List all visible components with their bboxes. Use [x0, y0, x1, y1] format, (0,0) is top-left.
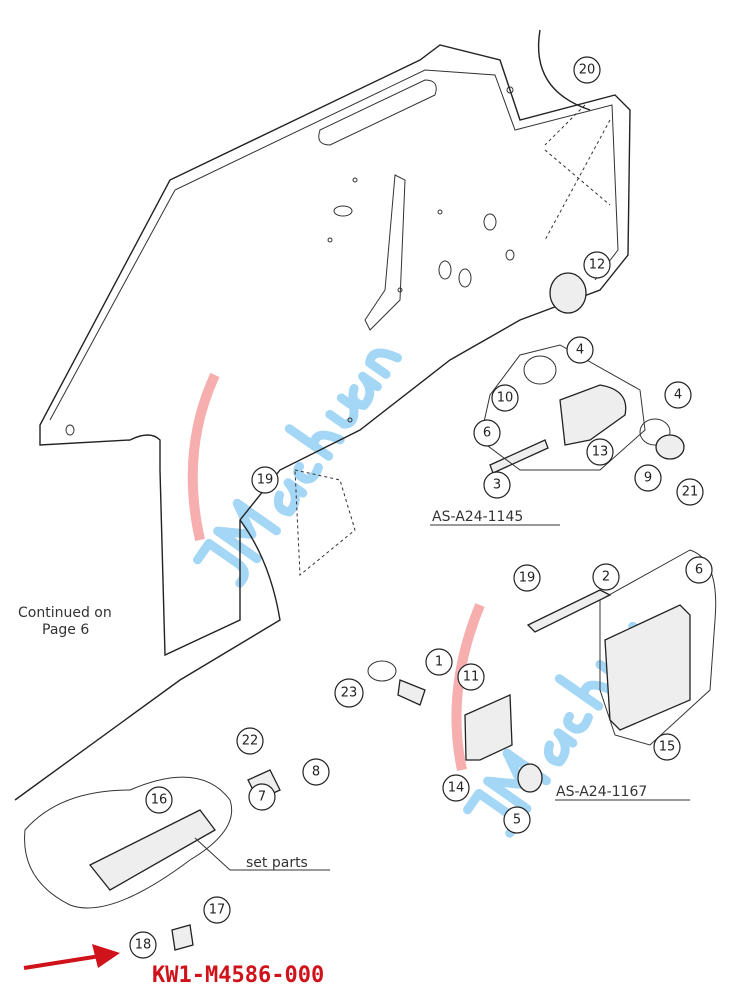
svg-text:8: 8 — [312, 765, 320, 780]
callout-12: 12 — [583, 251, 611, 279]
callout-6: 6 — [685, 556, 713, 584]
svg-text:15: 15 — [659, 740, 676, 755]
callout-9: 9 — [634, 464, 662, 492]
svg-text:6: 6 — [695, 563, 703, 578]
callout-23: 23 — [334, 678, 364, 708]
callout-5: 5 — [503, 806, 531, 834]
leader-set-line — [194, 837, 231, 871]
plate-holes — [65, 86, 515, 436]
callout-16: 16 — [145, 786, 173, 814]
bracket-13 — [559, 384, 627, 446]
part-number: KW1-M4586-000 — [152, 963, 324, 988]
plate-15 — [604, 604, 691, 731]
red-arrow-icon — [23, 944, 120, 970]
bracket-outline — [294, 469, 356, 577]
frame-curve — [537, 29, 591, 111]
main-plate-outline — [39, 44, 631, 657]
callout-4: 4 — [664, 381, 692, 409]
lever-14 — [464, 694, 513, 761]
ring-4b — [639, 418, 671, 446]
svg-text:12: 12 — [589, 258, 606, 273]
plate-inner-edge — [49, 69, 619, 421]
ring-4a — [523, 355, 557, 385]
callout-18: 18 — [129, 931, 157, 959]
continued-note-line1: Continued on — [18, 605, 112, 621]
callout-2: 2 — [592, 563, 620, 591]
svg-text:10: 10 — [497, 391, 514, 406]
collar-9 — [655, 434, 685, 460]
callout-17: 17 — [203, 896, 231, 924]
callout-10: 10 — [491, 384, 519, 412]
svg-text:6: 6 — [483, 426, 491, 441]
roller-12 — [549, 272, 587, 314]
callout-8: 8 — [302, 758, 330, 786]
svg-text:19: 19 — [519, 571, 536, 586]
svg-text:5: 5 — [513, 813, 521, 828]
callout-4: 4 — [566, 336, 594, 364]
callout-6: 6 — [473, 419, 501, 447]
pin-1 — [397, 679, 426, 706]
continued-note-line2: Page 6 — [42, 622, 89, 638]
svg-text:4: 4 — [576, 343, 584, 358]
callout-3: 3 — [483, 471, 511, 499]
set-parts-label: set parts — [246, 855, 308, 871]
svg-text:23: 23 — [341, 686, 358, 701]
assembly-1167-outline — [599, 549, 717, 746]
callout-20: 20 — [573, 56, 601, 84]
bracket-x-lines — [544, 104, 611, 241]
callout-19: 19 — [251, 466, 279, 494]
callout-19: 19 — [513, 564, 541, 592]
callout-11: 11 — [457, 663, 485, 691]
callout-21: 21 — [676, 478, 704, 506]
svg-text:16: 16 — [151, 793, 168, 808]
spring-3 — [489, 439, 549, 474]
assembly-label-lower: AS-A24-1167 — [556, 784, 647, 800]
callout-13: 13 — [586, 438, 614, 466]
svg-text:9: 9 — [644, 471, 652, 486]
svg-text:11: 11 — [463, 670, 480, 685]
svg-text:4: 4 — [674, 388, 682, 403]
svg-text:19: 19 — [257, 473, 274, 488]
slot-top — [318, 79, 437, 146]
slot-vertical — [364, 174, 406, 331]
svg-text:13: 13 — [592, 445, 609, 460]
svg-text:22: 22 — [242, 734, 259, 749]
callout-14: 14 — [442, 774, 470, 802]
set-parts-outline — [24, 776, 233, 909]
cylinder-16 — [88, 809, 216, 891]
callout-15: 15 — [653, 733, 681, 761]
svg-text:14: 14 — [448, 781, 465, 796]
lower-frame-line — [14, 519, 281, 801]
svg-text:7: 7 — [258, 790, 266, 805]
svg-text:20: 20 — [579, 63, 596, 78]
washer-5 — [517, 763, 543, 793]
svg-text:2: 2 — [602, 570, 610, 585]
rail-2 — [526, 589, 612, 633]
svg-text:3: 3 — [493, 478, 501, 493]
svg-text:1: 1 — [435, 655, 443, 670]
svg-text:17: 17 — [209, 903, 226, 918]
assembly-label-upper: AS-A24-1145 — [432, 509, 523, 525]
callout-1: 1 — [425, 648, 453, 676]
svg-text:18: 18 — [135, 938, 152, 953]
sensor-18 — [171, 924, 194, 951]
callout-22: 22 — [236, 727, 264, 755]
ring-23 — [367, 660, 397, 682]
svg-text:21: 21 — [682, 485, 699, 500]
callout-7: 7 — [248, 783, 276, 811]
